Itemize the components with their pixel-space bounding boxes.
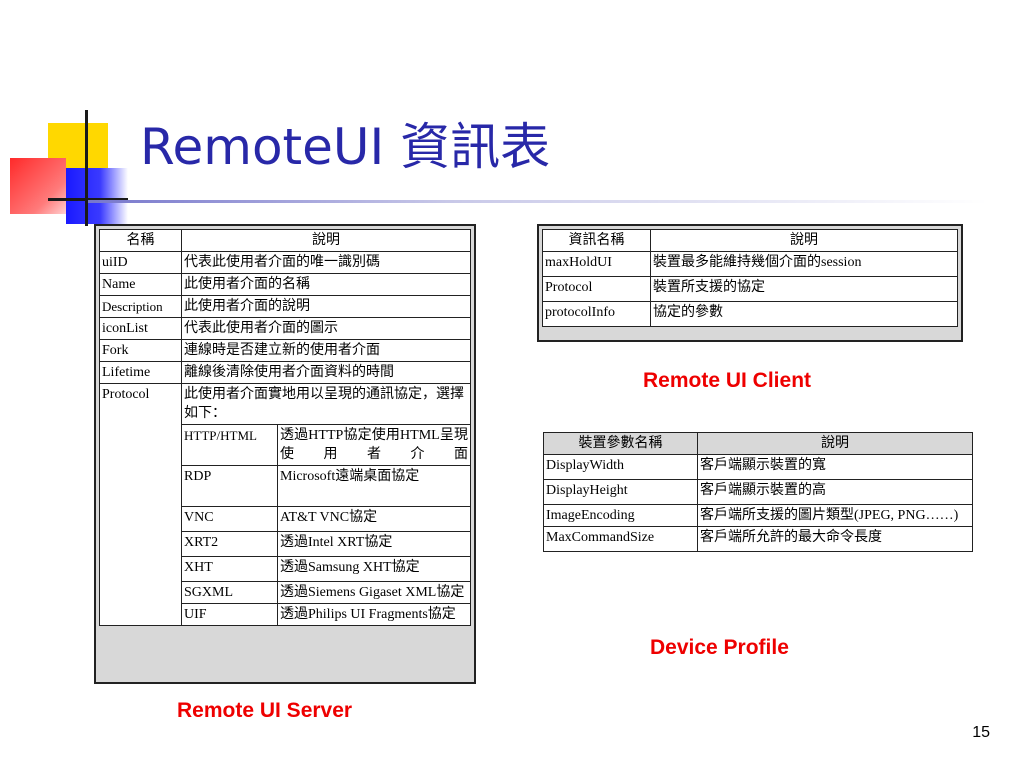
protocol-desc: AT&T VNC協定 — [277, 506, 471, 532]
row-name: Lifetime — [99, 361, 182, 384]
server-caption: Remote UI Server — [177, 699, 353, 722]
row-name: Fork — [99, 339, 182, 362]
row-desc: 裝置所支援的協定 — [650, 276, 958, 302]
row-name: Description — [99, 295, 182, 318]
row-name: iconList — [99, 317, 182, 340]
row-desc: 此使用者介面的名稱 — [181, 273, 471, 296]
protocol-desc: 透過Philips UI Fragments協定 — [277, 603, 471, 626]
client-table-frame: 資訊名稱 說明 maxHoldUI 裝置最多能維持幾個介面的session Pr… — [537, 224, 963, 342]
server-table: 名稱 說明 uiID 代表此使用者介面的唯一識別碼 Name 此使用者介面的名稱… — [99, 229, 471, 626]
row-desc: 客戶端顯示裝置的寬 — [697, 454, 973, 480]
logo-vertical-bar — [85, 110, 88, 226]
row-name: protocolInfo — [542, 301, 651, 327]
table-row: protocolInfo 協定的參數 — [542, 301, 958, 327]
device-table: 裝置參數名稱 說明 DisplayWidth 客戶端顯示裝置的寬 Display… — [543, 432, 973, 552]
table-row: DisplayHeight 客戶端顯示裝置的高 — [543, 479, 973, 505]
table-row: Name 此使用者介面的名稱 — [99, 273, 471, 296]
table-row: Fork 連線時是否建立新的使用者介面 — [99, 339, 471, 362]
protocol-desc: Microsoft遠端桌面協定 — [277, 465, 471, 507]
row-name: Protocol — [542, 276, 651, 302]
header-cell: 說明 — [697, 432, 973, 455]
table-row: ImageEncoding 客戶端所支援的圖片類型(JPEG, PNG……) — [543, 504, 973, 527]
protocol-desc: 透過Intel XRT協定 — [277, 531, 471, 557]
row-desc: 連線時是否建立新的使用者介面 — [181, 339, 471, 362]
header-cell: 裝置參數名稱 — [543, 432, 698, 455]
table-row: iconList 代表此使用者介面的圖示 — [99, 317, 471, 340]
protocol-name: XRT2 — [181, 531, 278, 557]
slide-title: RemoteUI 資訊表 — [140, 118, 551, 176]
slide-logo — [0, 0, 140, 230]
protocol-row: XHT 透過Samsung XHT協定 — [100, 556, 471, 582]
row-name: DisplayHeight — [543, 479, 698, 505]
protocol-row: XRT2 透過Intel XRT協定 — [100, 531, 471, 557]
row-desc: 此使用者介面實地用以呈現的通訊協定，選擇如下： — [181, 383, 471, 425]
client-table: 資訊名稱 說明 maxHoldUI 裝置最多能維持幾個介面的session Pr… — [542, 229, 958, 327]
table-header-row: 名稱 說明 — [99, 229, 471, 252]
table-row: Protocol 此使用者介面實地用以呈現的通訊協定，選擇如下： — [99, 383, 471, 626]
protocol-desc: 透過Siemens Gigaset XML協定 — [277, 581, 471, 604]
row-name: MaxCommandSize — [543, 526, 698, 552]
row-desc: 裝置最多能維持幾個介面的session — [650, 251, 958, 277]
row-name: Name — [99, 273, 182, 296]
row-desc: 代表此使用者介面的唯一識別碼 — [181, 251, 471, 274]
table-row: maxHoldUI 裝置最多能維持幾個介面的session — [542, 251, 958, 277]
table-row: Lifetime 離線後清除使用者介面資料的時間 — [99, 361, 471, 384]
header-cell: 說明 — [650, 229, 958, 252]
protocol-desc: 透過Samsung XHT協定 — [277, 556, 471, 582]
logo-red-square — [10, 158, 66, 214]
row-desc: 離線後清除使用者介面資料的時間 — [181, 361, 471, 384]
protocol-row: VNC AT&T VNC協定 — [100, 506, 471, 532]
protocol-name: UIF — [181, 603, 278, 626]
device-caption: Device Profile — [650, 636, 789, 659]
row-desc: 客戶端所支援的圖片類型(JPEG, PNG……) — [697, 504, 973, 527]
row-desc: 客戶端所允許的最大命令長度 — [697, 526, 973, 552]
protocol-row: UIF 透過Philips UI Fragments協定 — [100, 603, 471, 626]
header-cell: 資訊名稱 — [542, 229, 651, 252]
protocol-row: RDP Microsoft遠端桌面協定 — [100, 465, 471, 507]
logo-horizontal-bar — [48, 198, 128, 201]
header-cell: 名稱 — [99, 229, 182, 252]
client-caption: Remote UI Client — [643, 369, 812, 392]
row-desc: 代表此使用者介面的圖示 — [181, 317, 471, 340]
table-row: Protocol 裝置所支援的協定 — [542, 276, 958, 302]
protocol-name: SGXML — [181, 581, 278, 604]
row-name: uiID — [99, 251, 182, 274]
table-row: DisplayWidth 客戶端顯示裝置的寬 — [543, 454, 973, 480]
title-underline — [88, 200, 988, 203]
row-name: DisplayWidth — [543, 454, 698, 480]
row-desc: 客戶端顯示裝置的高 — [697, 479, 973, 505]
protocol-name: VNC — [181, 506, 278, 532]
protocol-name: RDP — [181, 465, 278, 507]
server-table-frame: 名稱 說明 uiID 代表此使用者介面的唯一識別碼 Name 此使用者介面的名稱… — [94, 224, 476, 684]
table-row: uiID 代表此使用者介面的唯一識別碼 — [99, 251, 471, 274]
logo-blue-square — [66, 168, 128, 224]
page-number: 15 — [972, 724, 990, 741]
protocol-name: HTTP/HTML — [181, 424, 278, 466]
row-name: maxHoldUI — [542, 251, 651, 277]
table-row: Description 此使用者介面的說明 — [99, 295, 471, 318]
table-row: MaxCommandSize 客戶端所允許的最大命令長度 — [543, 526, 973, 552]
table-header-row: 裝置參數名稱 說明 — [543, 432, 973, 455]
row-desc: 此使用者介面的說明 — [181, 295, 471, 318]
row-name: Protocol — [99, 383, 182, 626]
protocol-desc: 透過HTTP協定使用HTML呈現使用者介面 — [277, 424, 471, 466]
row-name: ImageEncoding — [543, 504, 698, 527]
protocol-name: XHT — [181, 556, 278, 582]
table-header-row: 資訊名稱 說明 — [542, 229, 958, 252]
protocol-row: SGXML 透過Siemens Gigaset XML協定 — [100, 581, 471, 604]
header-cell: 說明 — [181, 229, 471, 252]
device-table-frame: 裝置參數名稱 說明 DisplayWidth 客戶端顯示裝置的寬 Display… — [543, 432, 973, 584]
row-desc: 協定的參數 — [650, 301, 958, 327]
